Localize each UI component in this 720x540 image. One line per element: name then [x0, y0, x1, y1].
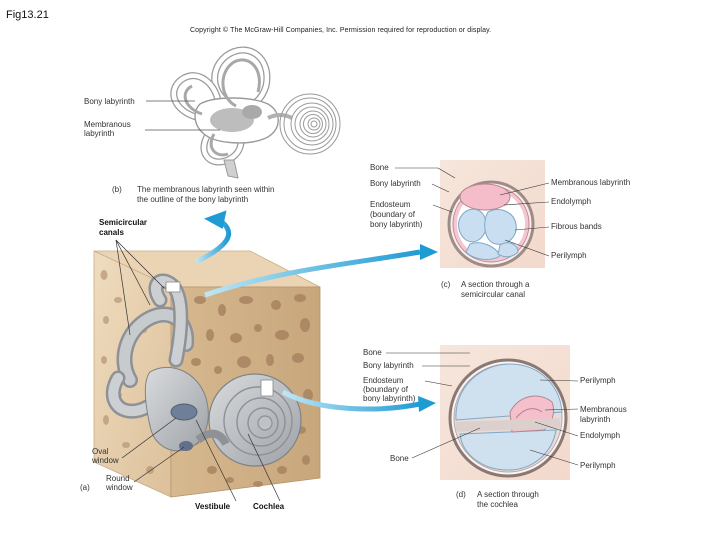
caption-letter-c: (c): [441, 280, 451, 289]
caption-letter-a: (a): [80, 483, 90, 492]
pointer-arrows: [194, 210, 438, 412]
label-cochlea: Cochlea: [253, 502, 285, 511]
label-bone-d-top: Bone: [363, 348, 382, 357]
label-fibrous-c: Fibrous bands: [551, 222, 602, 231]
caption-letter-d: (d): [456, 490, 466, 499]
label-endosteum-d-2: (boundary of: [363, 385, 408, 394]
caption-b-line-1: The membranous labyrinth seen within: [137, 185, 275, 194]
label-membranous-d-2: labyrinth: [580, 415, 611, 424]
label-membranous-b-1: Membranous: [84, 120, 131, 129]
label-oval-2: window: [92, 456, 119, 465]
caption-d-line-1: A section through: [477, 490, 539, 499]
label-membranous-d-1: Membranous: [580, 405, 627, 414]
label-endolymph-d: Endolymph: [580, 431, 621, 440]
label-bony-labyrinth-c: Bony labyrinth: [370, 179, 421, 188]
caption-d-line-2: the cochlea: [477, 500, 518, 509]
label-endosteum-d-3: bony labyrinth): [363, 394, 416, 403]
label-perilymph-d-top: Perilymph: [580, 376, 616, 385]
label-endosteum-c-3: bony labyrinth): [370, 220, 423, 229]
label-endosteum-c-2: (boundary of: [370, 210, 415, 219]
caption-c-line-2: semicircular canal: [461, 290, 526, 299]
label-semicircular-2: canals: [99, 228, 124, 237]
label-bone-d-bottom: Bone: [390, 454, 409, 463]
label-round-1: Round: [106, 474, 130, 483]
caption-b-line-2: the outline of the bony labyrinth: [137, 195, 249, 204]
label-membranous-c: Membranous labyrinth: [551, 178, 631, 187]
label-endosteum-c-1: Endosteum: [370, 200, 411, 209]
figure-id: Fig13.21: [6, 9, 49, 21]
label-bone-c: Bone: [370, 163, 389, 172]
caption-letter-b: (b): [112, 185, 122, 194]
panel-a-illustration: [93, 239, 321, 502]
label-bony-labyrinth-b: Bony labyrinth: [84, 97, 135, 106]
panel-d-illustration: [386, 345, 579, 480]
label-endosteum-d-1: Endosteum: [363, 376, 404, 385]
label-oval-1: Oval: [92, 447, 109, 456]
caption-c-line-1: A section through a: [461, 280, 530, 289]
panel-b-illustration: [145, 46, 341, 179]
label-endolymph-c: Endolymph: [551, 197, 592, 206]
label-membranous-b-2: labyrinth: [84, 129, 115, 138]
label-round-2: window: [106, 483, 133, 492]
label-semicircular-1: Semicircular: [99, 218, 148, 227]
label-vestibule: Vestibule: [195, 502, 231, 511]
label-bony-labyrinth-d: Bony labyrinth: [363, 361, 414, 370]
copyright-notice: Copyright © The McGraw-Hill Companies, I…: [190, 27, 492, 34]
panel-c-illustration: [395, 160, 550, 268]
label-perilymph-c: Perilymph: [551, 251, 587, 260]
label-perilymph-d-bottom: Perilymph: [580, 461, 616, 470]
